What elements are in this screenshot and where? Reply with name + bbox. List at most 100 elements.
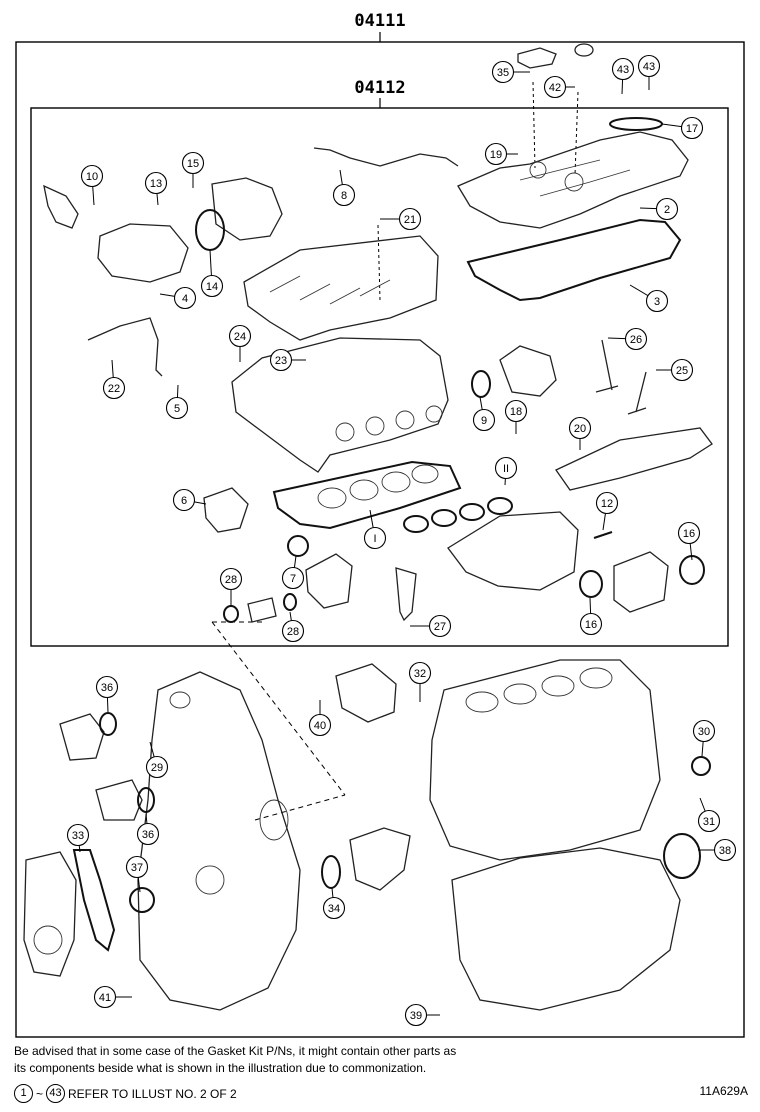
o-ring	[283, 593, 298, 611]
head-gasket-bores	[317, 464, 439, 509]
fuel-injector	[395, 567, 417, 622]
callout-label: 4	[182, 293, 188, 305]
ref-tilde: ~	[36, 1086, 44, 1101]
callout-label: 22	[108, 383, 120, 395]
callout-label: 21	[404, 214, 416, 226]
callout-circle	[677, 521, 701, 545]
water-outlet	[499, 345, 557, 397]
water-pump-pulley	[33, 925, 63, 955]
callout-circle	[144, 171, 168, 195]
o-ring	[471, 370, 492, 398]
callout-label: 2	[664, 204, 670, 216]
callout-circle	[579, 612, 603, 636]
callout-label: 10	[86, 171, 98, 183]
o-ring	[223, 605, 240, 623]
callout-circle	[200, 274, 224, 298]
ref-from-callout: 1	[14, 1084, 33, 1103]
callout-label: 17	[686, 123, 698, 135]
callout-circle	[228, 324, 252, 348]
cylinder-head-cover	[457, 131, 689, 229]
callout-label: 35	[497, 67, 509, 79]
intake-manifold	[447, 511, 579, 591]
oil-pump-lower	[59, 713, 105, 761]
callout-label: 8	[341, 190, 347, 202]
o-ring	[691, 756, 712, 776]
callout-label: I	[373, 533, 376, 545]
oil-pump-cover	[211, 177, 283, 241]
dashed-leader	[211, 621, 346, 796]
callout-circle	[568, 416, 592, 440]
o-ring-large	[679, 555, 706, 585]
callout-circle	[181, 151, 205, 175]
ref-text: REFER TO ILLUST NO. 2 OF 2	[68, 1086, 237, 1101]
dashed-leader	[377, 224, 381, 301]
callout-circle	[145, 755, 169, 779]
head-cover-gasket	[466, 218, 682, 302]
callout-circle	[428, 614, 452, 638]
o-ring-large	[579, 570, 604, 598]
intake-manifold-gasket	[403, 497, 514, 533]
callout-label: 38	[719, 845, 731, 857]
cylinder-bores	[465, 667, 613, 713]
callout-circle	[645, 289, 669, 313]
kit-outer-frame	[15, 41, 745, 1038]
callout-label: 29	[151, 762, 163, 774]
callout-label: 15	[187, 158, 199, 170]
camshaft-housing	[243, 235, 439, 341]
callout-label: 19	[490, 149, 502, 161]
callout-circle	[491, 60, 515, 84]
cylinder-head	[231, 337, 449, 473]
oil-pipe	[313, 147, 459, 167]
callout-circle	[595, 491, 619, 515]
callout-label: 3	[654, 296, 660, 308]
gasket-plate	[203, 487, 249, 533]
bracket	[43, 184, 79, 229]
o-ring	[137, 787, 156, 813]
ref-to-callout: 43	[46, 1084, 66, 1103]
callout-label: 20	[574, 423, 586, 435]
cylinder-head-cover-detail	[519, 159, 631, 197]
water-pump	[97, 223, 189, 283]
callout-circle	[125, 855, 149, 879]
callout-circle	[494, 456, 518, 480]
cylinder-head-detail	[335, 405, 443, 442]
callout-circle	[269, 348, 293, 372]
cylinder-block	[429, 659, 661, 861]
callout-circle	[398, 207, 422, 231]
o-ring	[321, 855, 342, 889]
callout-label: 13	[150, 178, 162, 190]
callout-circle	[66, 823, 90, 847]
callout-circle	[624, 327, 648, 351]
callout-label: 40	[314, 720, 326, 732]
callout-label: 33	[72, 830, 84, 842]
oil-pan	[451, 847, 681, 1011]
egr-cooler	[613, 551, 669, 613]
callout-label: 43	[643, 61, 655, 73]
water-pump-gasket	[72, 849, 116, 952]
callout-label: 34	[328, 903, 340, 915]
callout-circle	[680, 116, 704, 140]
callout-circle	[670, 358, 694, 382]
valve	[595, 339, 619, 393]
callout-circle	[136, 822, 160, 846]
oil-strainer	[95, 779, 143, 821]
callout-circle	[80, 164, 104, 188]
callout-label: 6	[181, 495, 187, 507]
callout-label: 5	[174, 403, 180, 415]
callout-label: 9	[481, 415, 487, 427]
callout-circle	[363, 526, 387, 550]
oil-filler-cap	[517, 43, 594, 69]
callout-circle	[165, 396, 189, 420]
cylinder-head-gasket	[272, 460, 462, 530]
callout-label: 36	[101, 682, 113, 694]
callout-label: 31	[703, 816, 715, 828]
callout-circle	[404, 1003, 428, 1027]
kit-inner-frame	[30, 107, 729, 647]
callout-circle	[611, 57, 635, 81]
callout-circle	[692, 719, 716, 743]
callout-label: 41	[99, 992, 111, 1004]
cover-seal	[609, 117, 664, 131]
callout-label: 26	[630, 334, 642, 346]
callout-circle	[332, 183, 356, 207]
